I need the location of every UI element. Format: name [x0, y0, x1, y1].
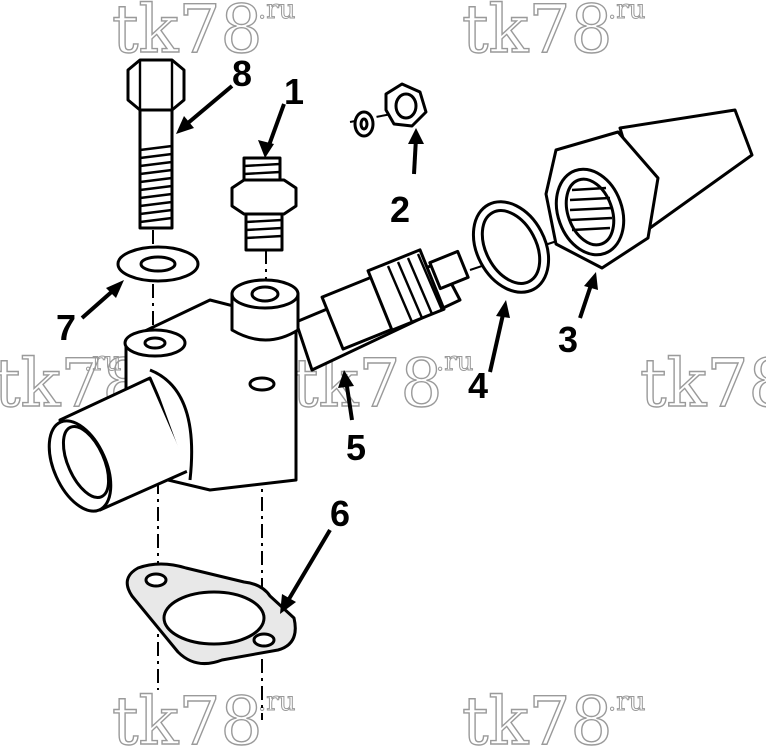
- arrow-7: [80, 280, 124, 320]
- flare-nut-icon: [544, 108, 754, 270]
- leader-arrows: [80, 84, 598, 614]
- watermark-bottom-right: tk78 .ru: [461, 682, 646, 751]
- watermark-text: tk78: [640, 345, 766, 422]
- callout-2: 2: [390, 189, 410, 230]
- watermark-suffix: .ru: [258, 0, 295, 25]
- bolt-threads: [139, 144, 173, 224]
- watermark-suffix: .ru: [258, 687, 295, 717]
- arrow-1: [258, 103, 286, 158]
- flat-washer-icon: [116, 245, 200, 283]
- watermark-suffix: .ru: [608, 0, 645, 25]
- arrow-4: [488, 300, 510, 373]
- callout-4: 4: [468, 365, 488, 406]
- arrow-5: [338, 370, 354, 421]
- watermark-mid-right: tk78: [639, 344, 766, 422]
- callout-6: 6: [330, 493, 350, 534]
- valve-body-icon: [47, 248, 470, 513]
- watermark-top-left: tk78 .ru: [111, 0, 296, 69]
- watermark-suffix: .ru: [436, 347, 473, 377]
- watermark-bottom-left: tk78 .ru: [111, 682, 296, 751]
- hex-bolt-icon: [126, 58, 186, 230]
- callout-8: 8: [232, 53, 252, 94]
- watermark-top-right: tk78 .ru: [461, 0, 646, 69]
- watermark-suffix: .ru: [608, 687, 645, 717]
- watermark-text: tk78: [112, 683, 263, 751]
- fitting-icon: [230, 156, 298, 252]
- watermark-text: tk78: [112, 0, 263, 68]
- arrow-6: [280, 528, 332, 614]
- nut-and-washer-icon: [353, 82, 428, 138]
- flange-gasket-icon: [125, 562, 297, 666]
- arrow-3: [578, 272, 598, 319]
- callout-7: 7: [56, 307, 76, 348]
- arrow-8: [176, 84, 234, 134]
- callout-5: 5: [346, 427, 366, 468]
- callout-labels: 8 1 2 3 4 5 6 7: [56, 53, 578, 534]
- sealing-ring-icon: [471, 200, 551, 294]
- callout-3: 3: [558, 319, 578, 360]
- watermark-suffix: .ru: [84, 347, 121, 377]
- watermark-text: tk78: [462, 683, 613, 751]
- watermark-text: tk78: [462, 0, 613, 68]
- callout-1: 1: [284, 71, 304, 112]
- arrow-2: [408, 128, 424, 175]
